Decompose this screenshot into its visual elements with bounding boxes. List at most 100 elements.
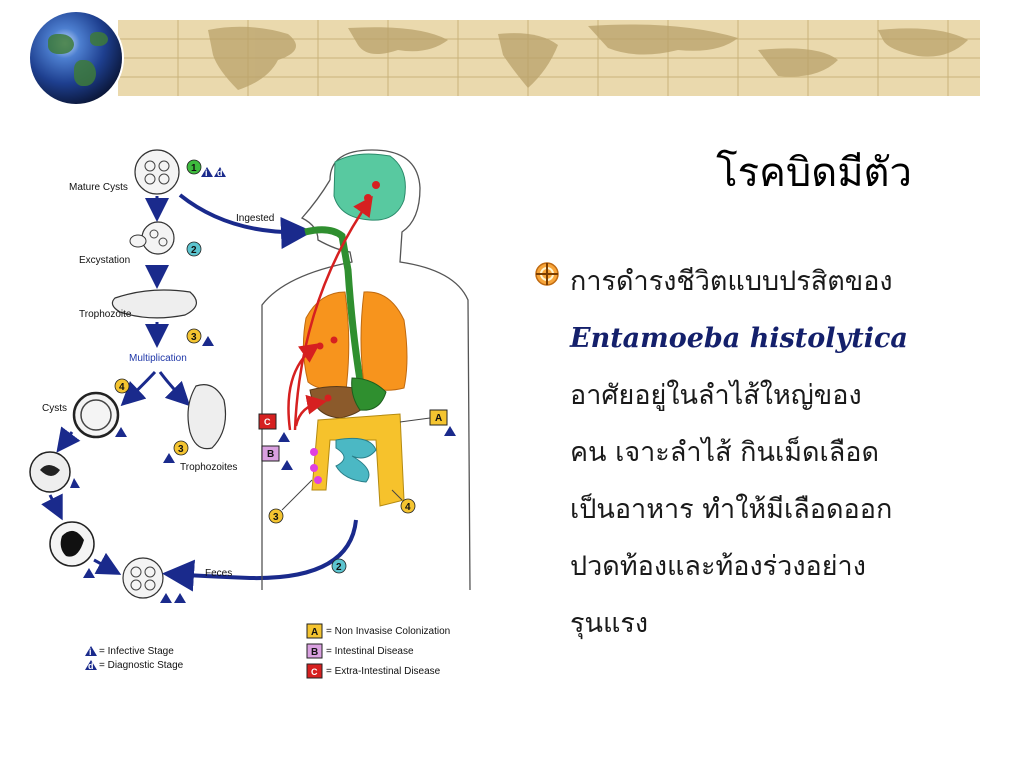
svg-text:i: i [89, 647, 92, 657]
stage-4b-number: 4 [405, 502, 411, 513]
stage-3c-number: 3 [273, 512, 279, 523]
site-b-letter: B [267, 449, 274, 460]
diagnostic-stage-icon: d [214, 167, 226, 178]
bullet-line-4: คน เจาะลำไส้ กินเม็ดเลือด [570, 437, 880, 468]
diagnostic-stage-icon [83, 568, 95, 578]
stage-2-badge [186, 241, 202, 257]
site-a-letter: A [435, 413, 442, 424]
arrow-cyst-stage-1 [56, 426, 81, 453]
infective-stage-icon [160, 593, 172, 603]
svg-text:B: B [311, 647, 318, 658]
label-trophozoite: Trophozoite [79, 309, 132, 320]
slide-title: โรคบิดมีตัว [716, 150, 912, 196]
stage-3b-number: 3 [178, 444, 184, 455]
diagnostic-key-icon [85, 660, 97, 670]
esophagus [304, 226, 364, 381]
lung-abscess [316, 342, 324, 350]
stage-2b-badge [331, 558, 347, 574]
intestinal-ulcer [310, 448, 318, 456]
bullet-line-1: การดำรงชีวิตแบบปรสิตของ [570, 266, 893, 297]
label-multiplication: Multiplication [129, 353, 187, 364]
diagnostic-stage-icon [202, 336, 214, 346]
brain [333, 153, 406, 221]
trophozoite-cell [111, 289, 197, 319]
stage-4-badge [114, 378, 130, 394]
site-a-pointer [399, 417, 431, 423]
arrow-cyst-stage-2 [41, 493, 63, 521]
label-feces: Feces [205, 568, 232, 579]
stage-3c-badge [268, 508, 284, 524]
diagnostic-stage-label: = Diagnostic Stage [99, 660, 184, 671]
diagnostic-stage-icon [444, 426, 456, 436]
key-non-invasive: = Non Invasise Colonization [326, 626, 450, 637]
right-lung [360, 291, 408, 391]
site-c-letter: C [264, 417, 271, 427]
infective-stage-label: = Infective Stage [99, 646, 174, 657]
diagnostic-stage-icon [281, 460, 293, 470]
crosshair-bullet-icon [535, 262, 559, 286]
stage-1-badge [186, 159, 202, 175]
stomach [351, 377, 387, 411]
bullet-line-7: รุนแรง [570, 608, 649, 639]
cyst-stage-chromatoid [49, 521, 95, 567]
label-ingested: Ingested [236, 213, 274, 224]
diagnostic-stage-icon [115, 427, 127, 437]
infective-key-icon [85, 646, 97, 656]
brain-abscess [372, 181, 380, 189]
cyst-stage-binucleate [29, 451, 71, 493]
stage-1-number: 1 [191, 163, 197, 174]
svg-text:d: d [217, 168, 223, 178]
diagnostic-stage-icon [174, 593, 186, 603]
immature-cyst [72, 391, 120, 439]
lung-abscess [330, 336, 338, 344]
label-trophozoites: Trophozoites [180, 462, 237, 473]
site-b-box [261, 445, 280, 462]
svg-text:C: C [311, 667, 318, 677]
stage-4-number: 4 [119, 382, 125, 393]
intestinal-ulcer [310, 464, 318, 472]
globe-logo [30, 12, 122, 104]
stage-4b-badge [400, 498, 416, 514]
liver-abscess [324, 394, 332, 402]
small-intestine [335, 437, 377, 483]
diagnostic-stage-icon [70, 478, 80, 488]
stage-3c-pointer [281, 479, 313, 511]
stage-3-number: 3 [191, 332, 197, 343]
life-cycle-diagram: Mature Cysts 1 i d Ingested Excystation … [29, 149, 471, 679]
bullet-line-3: อาศัยอยู่ในลำไส้ใหญ่ของ [570, 380, 862, 411]
key-intestinal: = Intestinal Disease [326, 646, 414, 657]
label-mature-cysts: Mature Cysts [69, 182, 128, 193]
to-lung-arrow [287, 343, 321, 431]
excysting-cyst [129, 221, 175, 255]
stage-3-badge [186, 328, 202, 344]
diagnostic-stage-icon [163, 453, 175, 463]
feces-arrow [162, 519, 358, 592]
disease-key: A = Non Invasise Colonization B = Intest… [306, 623, 450, 679]
ingested-arrow [178, 193, 313, 249]
key-extra-intestinal: = Extra-Intestinal Disease [326, 666, 441, 677]
label-cysts: Cysts [42, 403, 67, 414]
colon [311, 413, 405, 507]
arrow-to-cysts [120, 370, 157, 407]
stage-4b-pointer [391, 489, 403, 501]
world-map-decoration [118, 20, 980, 96]
left-lung [302, 291, 350, 391]
bullet-line-6: ปวดท้องและท้องร่วงอย่าง [570, 551, 866, 582]
mature-cyst [134, 149, 180, 195]
mature-cyst-feces [122, 557, 164, 599]
trophozoites-cell [187, 384, 227, 450]
scientific-name: Entamoeba histolytica [570, 323, 908, 354]
svg-text:i: i [205, 168, 208, 178]
human-body-outline [261, 149, 471, 591]
infective-stage-icon: i [201, 167, 213, 178]
site-c-box [258, 413, 277, 430]
to-brain-arrow [293, 195, 373, 431]
stage-3b-badge [173, 440, 189, 456]
header-map-banner [118, 20, 980, 96]
bullet-line-5: เป็นอาหาร ทำให้มีเลือดออก [570, 494, 893, 525]
site-a-box [429, 409, 448, 426]
stage-2b-number: 2 [336, 562, 342, 573]
diagnostic-stage-icon [278, 432, 290, 442]
arrow-to-trophozoites [158, 371, 191, 407]
arrow-cyst-stage-3 [93, 552, 122, 575]
